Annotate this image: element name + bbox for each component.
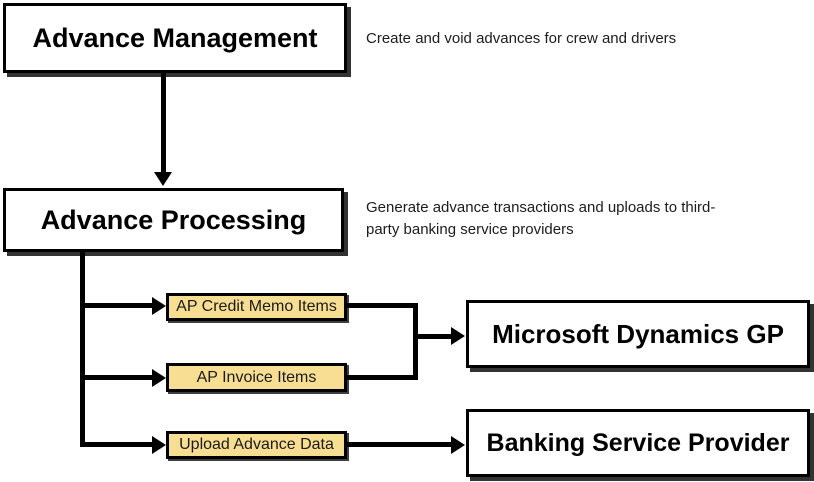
connector-to-dynamics-gp	[415, 334, 453, 339]
connector-branch-upload	[80, 442, 154, 447]
connector-merge-vertical	[413, 303, 418, 380]
connector-processing-trunk	[80, 250, 85, 446]
node-ap-credit-memo-items-label: AP Credit Memo Items	[176, 298, 337, 315]
node-upload-advance-data: Upload Advance Data	[166, 431, 347, 459]
node-microsoft-dynamics-gp-label: Microsoft Dynamics GP	[492, 318, 784, 349]
node-microsoft-dynamics-gp: Microsoft Dynamics GP	[466, 300, 810, 368]
node-ap-credit-memo-items: AP Credit Memo Items	[166, 293, 347, 321]
connector-to-banking-provider	[345, 442, 453, 447]
node-advance-management: Advance Management	[3, 3, 347, 73]
node-advance-processing-label: Advance Processing	[40, 204, 307, 235]
arrowhead-down-processing	[154, 172, 172, 186]
connector-branch-credit-memo	[80, 303, 154, 308]
arrowhead-right-dynamics-gp	[451, 327, 465, 345]
arrowhead-right-upload	[152, 436, 166, 454]
node-advance-management-label: Advance Management	[32, 22, 318, 53]
node-banking-service-provider: Banking Service Provider	[466, 409, 810, 477]
arrowhead-right-banking-provider	[451, 436, 465, 454]
connector-invoice-out	[345, 375, 417, 380]
arrowhead-right-invoice	[152, 369, 166, 387]
node-ap-invoice-items: AP Invoice Items	[166, 363, 347, 392]
node-upload-advance-data-label: Upload Advance Data	[179, 436, 334, 453]
advance-processing-description: Generate advance transactions and upload…	[366, 199, 716, 238]
node-advance-processing: Advance Processing	[3, 188, 344, 252]
connector-branch-invoice	[80, 375, 154, 380]
connector-credit-memo-out	[345, 303, 417, 308]
node-ap-invoice-items-label: AP Invoice Items	[196, 368, 317, 386]
advance-management-description: Create and void advances for crew and dr…	[366, 30, 677, 47]
node-banking-service-provider-label: Banking Service Provider	[486, 428, 790, 457]
arrowhead-right-credit-memo	[152, 297, 166, 315]
connector-management-to-processing	[161, 73, 166, 173]
